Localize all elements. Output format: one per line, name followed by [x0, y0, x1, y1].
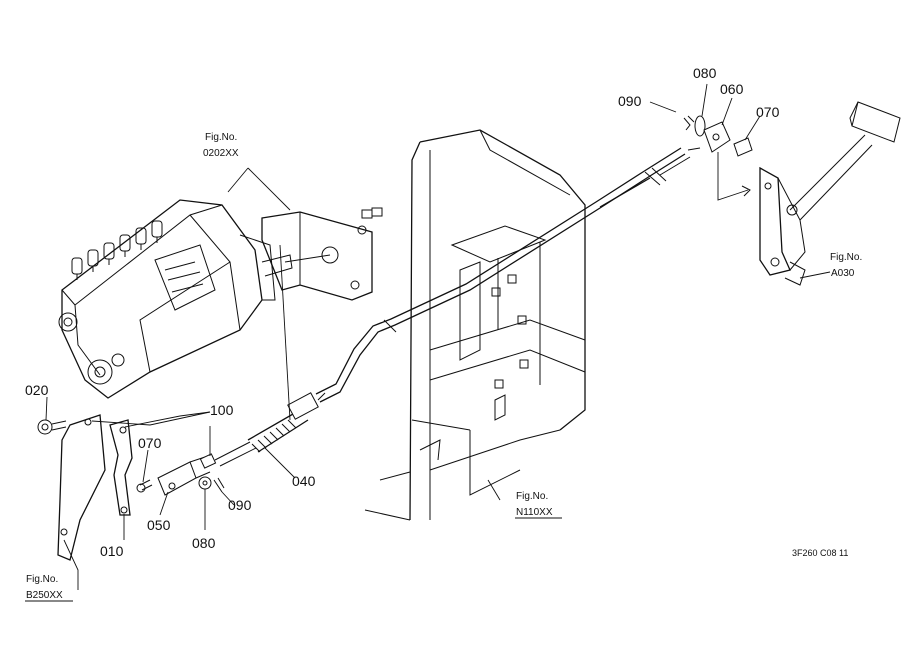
part-label-070-right: 070 — [756, 104, 780, 120]
left-small-parts — [37, 414, 225, 561]
fig-ref-0202xx-label: Fig.No. — [205, 132, 237, 143]
part-label-080-right: 080 — [693, 65, 717, 81]
mounting-bracket — [261, 207, 383, 301]
cable-bellows-040 — [214, 392, 326, 467]
part-label-050: 050 — [147, 517, 171, 533]
fig-ref-a030-code: A030 — [831, 268, 855, 279]
fig-ref-n110xx-code: N110XX — [516, 507, 553, 518]
fig-ref-a030-label: Fig.No. — [830, 252, 862, 263]
part-label-010: 010 — [100, 543, 124, 559]
accelerator-pedal — [759, 101, 901, 286]
part-label-080-left: 080 — [192, 535, 216, 551]
part-label-060: 060 — [720, 81, 744, 97]
drawing-code: 3F260 C08 11 — [792, 548, 848, 558]
right-small-parts — [683, 115, 753, 201]
figure-references: Fig.No. 0202XX Fig.No. N110XX Fig.No. A0… — [25, 132, 862, 602]
part-label-090-left: 090 — [228, 497, 252, 513]
leader-lines — [45, 83, 831, 590]
injection-pump — [58, 199, 293, 399]
fig-ref-n110xx-label: Fig.No. — [516, 491, 548, 502]
cabin-frame — [364, 129, 586, 521]
fig-ref-b250xx-label: Fig.No. — [26, 574, 58, 585]
part-label-070-left: 070 — [138, 435, 162, 451]
part-label-040: 040 — [292, 473, 316, 489]
part-label-100: 100 — [210, 402, 234, 418]
fig-ref-b250xx-code: B250XX — [26, 590, 63, 601]
part-label-020: 020 — [25, 382, 49, 398]
part-label-090-right: 090 — [618, 93, 642, 109]
accelerator-cable — [315, 147, 701, 403]
part-labels: 020 100 070 050 010 080 090 040 090 080 … — [25, 65, 780, 559]
fig-ref-0202xx-code: 0202XX — [203, 148, 239, 159]
